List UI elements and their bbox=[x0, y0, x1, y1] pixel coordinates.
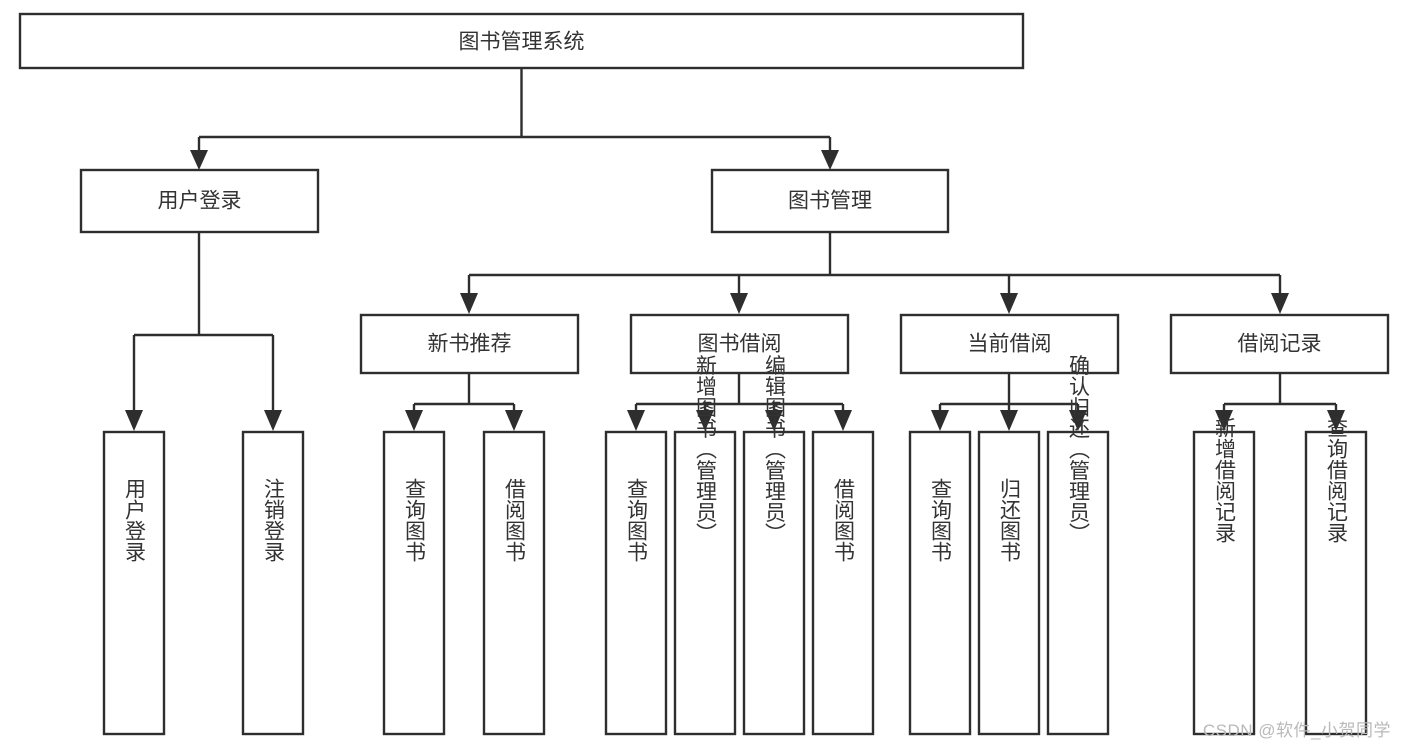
node-records[interactable]: 借阅记录 bbox=[1169, 313, 1390, 375]
arrow-head-leaf-12 bbox=[1215, 410, 1233, 431]
node-login[interactable]: 用户登录 bbox=[79, 168, 320, 234]
node-borrow-label: 图书借阅 bbox=[698, 333, 782, 356]
node-bookmgmt-label: 图书管理 bbox=[788, 190, 872, 213]
arrow-head-login bbox=[190, 150, 208, 170]
node-leaf-9-label: 查询图书 bbox=[929, 478, 953, 562]
node-root-box[interactable] bbox=[18, 12, 1025, 70]
node-leaf-2-label: 注销登录 bbox=[262, 478, 286, 562]
node-leaf-3-label: 查询图书 bbox=[403, 478, 427, 562]
node-leaf-4-label: 借阅图书 bbox=[503, 478, 527, 562]
node-leaf-9[interactable]: 查询图书 bbox=[908, 430, 972, 736]
node-leaf-5-box[interactable] bbox=[604, 430, 668, 736]
node-newbook[interactable]: 新书推荐 bbox=[359, 313, 580, 375]
node-records-label: 借阅记录 bbox=[1238, 333, 1322, 356]
node-leaf-11[interactable]: 确认归还（管理员） bbox=[1046, 355, 1110, 736]
arrow-head-newbook bbox=[460, 293, 478, 314]
node-leaf-13[interactable]: 查询借阅记录 bbox=[1304, 417, 1368, 736]
node-leaf-13-label: 查询借阅记录 bbox=[1325, 417, 1349, 543]
arrow-head-leaf-2 bbox=[264, 410, 282, 431]
arrow-head-records bbox=[1271, 293, 1289, 314]
arrow-head-leaf-10 bbox=[1000, 410, 1018, 431]
connector-layer bbox=[125, 68, 1345, 431]
arrow-head-bookmgmt bbox=[821, 150, 839, 170]
node-leaf-3[interactable]: 查询图书 bbox=[382, 430, 446, 736]
node-leaf-7-box[interactable] bbox=[742, 430, 806, 736]
node-leaf-3-box[interactable] bbox=[382, 430, 446, 736]
node-root[interactable]: 图书管理系统 bbox=[18, 12, 1025, 70]
node-leaf-1-label: 用户登录 bbox=[123, 478, 147, 562]
node-leaf-13-box[interactable] bbox=[1304, 430, 1368, 736]
arrow-head-leaf-3 bbox=[405, 410, 423, 431]
node-leaf-5-label: 查询图书 bbox=[625, 478, 649, 562]
node-newbook-label: 新书推荐 bbox=[428, 333, 512, 356]
node-leaf-12[interactable]: 新增借阅记录 bbox=[1192, 417, 1256, 736]
node-bookmgmt-box[interactable] bbox=[710, 168, 950, 234]
node-bookmgmt[interactable]: 图书管理 bbox=[710, 168, 950, 234]
leaf-node-layer: 用户登录 注销登录 查询图书 借阅图书 查询图书 新增图书（管理员） bbox=[102, 355, 1368, 736]
node-leaf-10-label: 归还图书 bbox=[998, 478, 1022, 562]
node-leaf-2-box[interactable] bbox=[241, 430, 305, 736]
node-current-box[interactable] bbox=[899, 313, 1120, 375]
node-leaf-8[interactable]: 借阅图书 bbox=[811, 430, 875, 736]
arrow-head-leaf-5 bbox=[627, 410, 645, 431]
node-login-label: 用户登录 bbox=[158, 190, 242, 213]
node-leaf-4-box[interactable] bbox=[482, 430, 546, 736]
arrow-head-leaf-1 bbox=[125, 410, 143, 431]
node-leaf-10[interactable]: 归还图书 bbox=[977, 430, 1041, 736]
arrow-head-leaf-4 bbox=[505, 410, 523, 431]
arrow-head-borrow bbox=[730, 293, 748, 314]
node-leaf-10-box[interactable] bbox=[977, 430, 1041, 736]
arrow-head-current bbox=[1000, 293, 1018, 314]
node-leaf-7-label: 编辑图书（管理员） bbox=[763, 355, 787, 544]
node-newbook-box[interactable] bbox=[359, 313, 580, 375]
node-records-box[interactable] bbox=[1169, 313, 1390, 375]
node-leaf-12-label: 新增借阅记录 bbox=[1213, 417, 1237, 543]
arrow-head-leaf-11 bbox=[1069, 410, 1087, 431]
arrow-head-leaf-6 bbox=[696, 410, 714, 431]
arrow-head-leaf-8 bbox=[834, 410, 852, 431]
node-leaf-1-box[interactable] bbox=[102, 430, 166, 736]
node-leaf-1[interactable]: 用户登录 bbox=[102, 430, 166, 736]
node-leaf-6-box[interactable] bbox=[673, 430, 737, 736]
node-leaf-11-label: 确认归还（管理员） bbox=[1067, 355, 1091, 544]
node-root-label: 图书管理系统 bbox=[459, 31, 585, 54]
node-borrow[interactable]: 图书借阅 bbox=[629, 313, 850, 375]
node-leaf-11-box[interactable] bbox=[1046, 430, 1110, 736]
node-borrow-box[interactable] bbox=[629, 313, 850, 375]
arrow-head-leaf-9 bbox=[931, 410, 949, 431]
node-login-box[interactable] bbox=[79, 168, 320, 234]
node-leaf-5[interactable]: 查询图书 bbox=[604, 430, 668, 736]
node-leaf-2[interactable]: 注销登录 bbox=[241, 430, 305, 736]
node-current-label: 当前借阅 bbox=[968, 333, 1052, 356]
node-leaf-4[interactable]: 借阅图书 bbox=[482, 430, 546, 736]
node-leaf-7[interactable]: 编辑图书（管理员） bbox=[742, 355, 806, 736]
node-current[interactable]: 当前借阅 bbox=[899, 313, 1120, 375]
node-leaf-6[interactable]: 新增图书（管理员） bbox=[673, 355, 737, 736]
node-leaf-8-box[interactable] bbox=[811, 430, 875, 736]
arrow-head-leaf-13 bbox=[1327, 410, 1345, 431]
arrow-head-leaf-7 bbox=[765, 410, 783, 431]
node-leaf-6-label: 新增图书（管理员） bbox=[694, 355, 718, 544]
node-leaf-9-box[interactable] bbox=[908, 430, 972, 736]
node-leaf-12-box[interactable] bbox=[1192, 430, 1256, 736]
node-leaf-8-label: 借阅图书 bbox=[832, 478, 856, 562]
